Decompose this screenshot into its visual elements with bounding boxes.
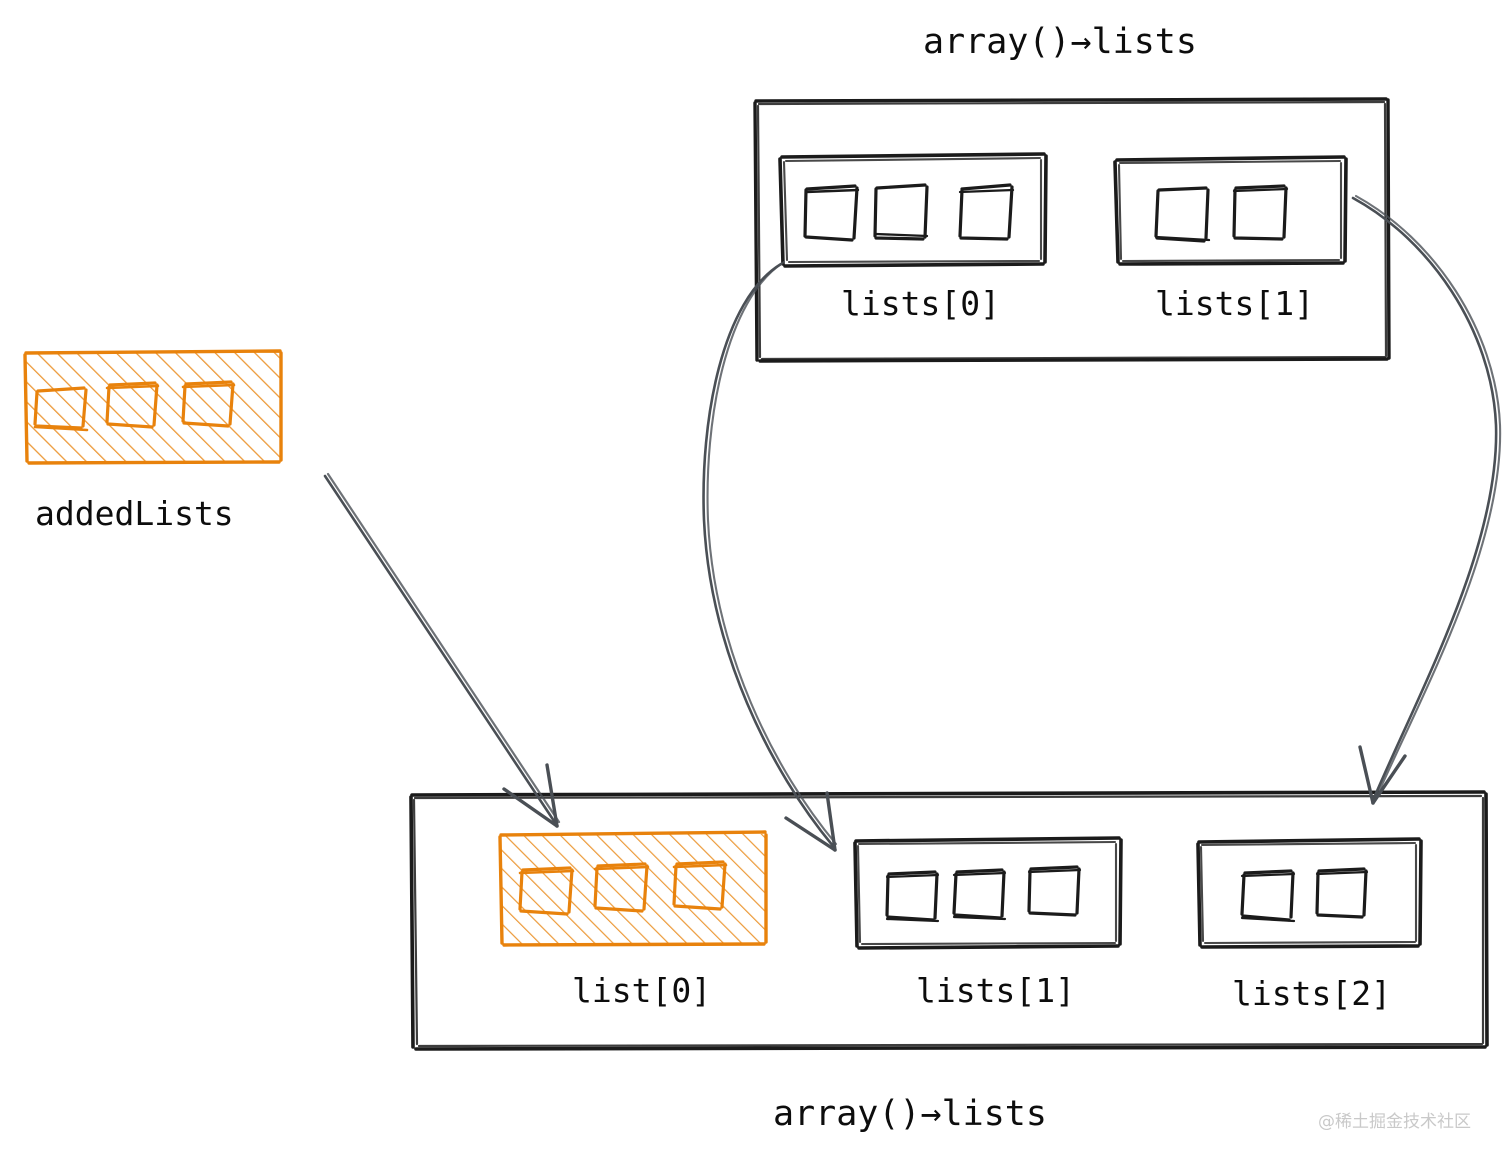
arrow-lists1-to-lists2-icon bbox=[1351, 194, 1502, 805]
bottom-lists1-group[interactable] bbox=[853, 836, 1123, 950]
top-lists1-label: lists[1] bbox=[1155, 284, 1314, 323]
bottom-lists2-group[interactable] bbox=[1196, 837, 1423, 949]
added-lists-group[interactable] bbox=[23, 349, 283, 465]
bottom-list0-group[interactable] bbox=[498, 830, 768, 947]
arrow-lists0-to-lists1-icon bbox=[702, 260, 838, 852]
added-lists-cells bbox=[33, 380, 236, 432]
top-container-box bbox=[753, 97, 1391, 363]
added-lists-label: addedLists bbox=[35, 494, 234, 533]
bottom-list0-label: list[0] bbox=[572, 971, 712, 1010]
top-lists0-cells bbox=[803, 183, 1015, 242]
bottom-lists1-cells bbox=[885, 865, 1082, 923]
bottom-lists1-label: lists[1] bbox=[916, 971, 1075, 1010]
top-lists0-group[interactable] bbox=[778, 152, 1048, 268]
arrow-added-to-list0-icon bbox=[323, 472, 561, 828]
bottom-lists2-cells bbox=[1240, 867, 1369, 923]
top-lists1-group[interactable] bbox=[1113, 155, 1348, 266]
top-container-caption: array()→lists bbox=[923, 22, 1197, 62]
bottom-container-caption: array()→lists bbox=[773, 1094, 1047, 1134]
top-lists1-cells bbox=[1154, 184, 1289, 243]
bottom-container-box bbox=[409, 790, 1489, 1051]
top-lists0-label: lists[0] bbox=[841, 284, 1000, 323]
bottom-lists2-label: lists[2] bbox=[1232, 974, 1391, 1013]
watermark: @稀土掘金技术社区 bbox=[1318, 1112, 1471, 1132]
bottom-list0-cells bbox=[518, 860, 728, 916]
